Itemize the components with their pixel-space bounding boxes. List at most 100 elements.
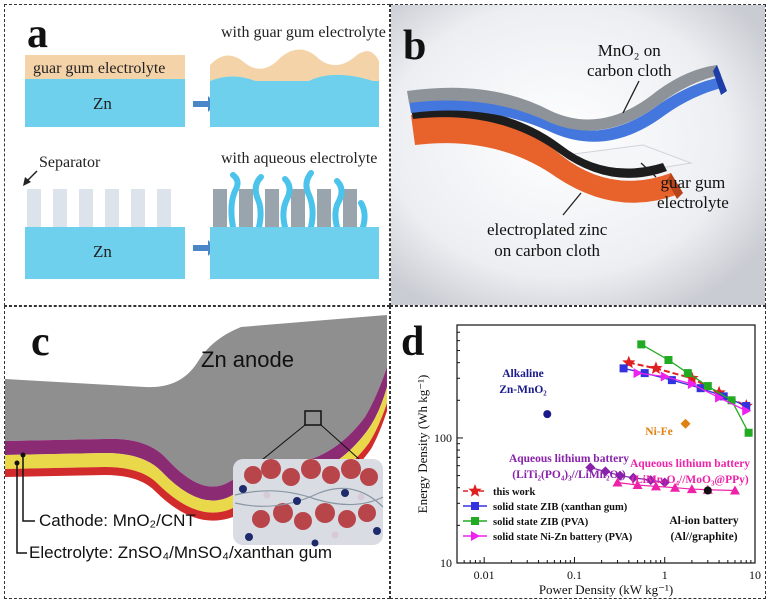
panel-a: a guar gum electrolyte Zn with guar gum … <box>4 4 390 306</box>
electrolyte-label: guar gum electrolyte <box>657 173 729 213</box>
data-point <box>683 369 692 378</box>
panel-d-label: d <box>401 319 425 365</box>
region-point <box>729 485 740 495</box>
zn-block-bottom <box>25 227 185 279</box>
mno2-clusters <box>244 459 378 530</box>
black-layer <box>411 107 667 178</box>
legend-marker <box>471 517 479 525</box>
region-point <box>612 477 623 487</box>
cathode-label-line2: carbon cloth <box>587 61 672 80</box>
region-point <box>543 410 552 419</box>
x-tick-label: 10 <box>749 568 761 582</box>
separator-label: Separator <box>39 154 101 171</box>
guar-gum-layer <box>25 55 185 79</box>
data-point <box>719 392 728 401</box>
orange-edge <box>667 173 683 199</box>
annotation-label: Zn-MnO₂ <box>499 384 547 396</box>
y-axis-label: Energy Density (Wh kg⁻¹) <box>415 375 430 514</box>
annotation-label: Ni-Fe <box>645 426 672 438</box>
data-point <box>649 361 663 374</box>
x-tick-label: 1 <box>662 568 668 582</box>
anode-label-line1: electroplated zinc <box>487 220 608 239</box>
separator-bars-right <box>213 189 357 227</box>
wavy-electrolyte <box>210 49 379 81</box>
panel-c: c Zn anode Cathode: MnO₂/CNT Electrolyte… <box>4 306 390 599</box>
electrolyte-callout-dot <box>14 460 20 466</box>
legend-label: this work <box>493 487 535 498</box>
cathode-label: MnO₂ on carbon cloth <box>587 41 672 81</box>
blue-edge <box>713 65 727 95</box>
pointer-anode <box>562 192 582 216</box>
zn-label-top: Zn <box>93 94 112 113</box>
data-point <box>667 376 676 385</box>
region-point <box>645 475 656 486</box>
y-tick-label: 10 <box>440 556 452 570</box>
annotation-label: Aqueous lithium battery <box>630 458 750 470</box>
legend-marker <box>468 484 482 497</box>
anode-label: electroplated zinc on carbon cloth <box>487 219 607 261</box>
region-point <box>703 486 712 495</box>
annotation-label: (Al//graphite) <box>670 531 737 543</box>
region-point <box>628 472 639 483</box>
data-point <box>742 402 751 411</box>
anode-label-line2: on carbon cloth <box>494 241 601 260</box>
region-point <box>600 466 611 477</box>
x-axis-label: Power Density (kW kg⁻¹) <box>539 582 673 597</box>
cathode-blue-layer <box>409 77 725 142</box>
zn-block-top <box>25 79 185 127</box>
data-point <box>660 371 670 382</box>
cathode-callout-dot <box>20 452 26 458</box>
region-point <box>680 418 691 429</box>
electrolyte-label-line1: guar gum <box>660 173 726 192</box>
data-point <box>742 405 752 416</box>
legend-marker <box>471 531 480 541</box>
pointer-cathode <box>622 80 640 114</box>
pointer-electrolyte <box>640 162 657 178</box>
zn-label-bottom: Zn <box>93 242 112 261</box>
legend-label: solid state ZIB (PVA) <box>493 517 589 528</box>
data-point <box>664 355 673 364</box>
annotation-label: (LiTi₂(PO₄)₃//LiMn₂O₄) <box>512 469 626 481</box>
electrolyte-label-c: Electrolyte: ZnSO₄/MnSO₄/xanthan gum <box>29 543 333 562</box>
annotation-label: Al-ion battery <box>669 515 739 527</box>
data-point <box>619 364 628 373</box>
panel-b-label: b <box>403 23 427 69</box>
guar-gum-label: guar gum electrolyte <box>33 60 165 77</box>
region-point <box>650 481 661 491</box>
x-tick-label: 0.1 <box>567 568 582 582</box>
data-point <box>633 368 643 379</box>
zn-anode-label: Zn anode <box>201 347 294 372</box>
cnt-fibers <box>234 487 384 508</box>
data-point <box>744 428 753 437</box>
legend-label: solid state ZIB (xanthan gum) <box>493 502 628 513</box>
panel-a-label: a <box>27 11 48 57</box>
data-point <box>703 382 712 391</box>
data-point <box>687 378 697 389</box>
cation-spheres <box>263 491 365 539</box>
legend-marker <box>471 502 479 510</box>
caption-aqueous: with aqueous electrolyte <box>221 150 377 167</box>
ion-spheres <box>239 485 381 547</box>
region-point <box>659 477 670 488</box>
legend-label: solid state Ni-Zn battery (PVA) <box>493 532 633 543</box>
series-line <box>640 343 750 434</box>
data-point <box>640 369 649 378</box>
data-point <box>685 371 699 384</box>
panel-a-illustration: guar gum electrolyte Zn with guar gum el… <box>23 24 386 279</box>
cathode-callout <box>22 455 35 522</box>
panel-c-illustration <box>5 307 389 598</box>
zn-wavy-edge <box>210 74 379 89</box>
region-point <box>686 484 697 494</box>
region-point <box>632 480 643 490</box>
electrolyte-label-line2: electrolyte <box>657 193 729 212</box>
data-point <box>715 392 725 403</box>
separator-bars <box>27 189 171 227</box>
region-point <box>615 470 626 481</box>
zinc-dendrites <box>228 170 368 230</box>
panel-b: b MnO₂ on carbon cloth guar gum electrol… <box>390 4 766 306</box>
panel-b-background <box>391 5 765 305</box>
cathode-grey-layer <box>407 65 721 131</box>
cathode-label-c: Cathode: MnO₂/CNT <box>39 511 196 530</box>
